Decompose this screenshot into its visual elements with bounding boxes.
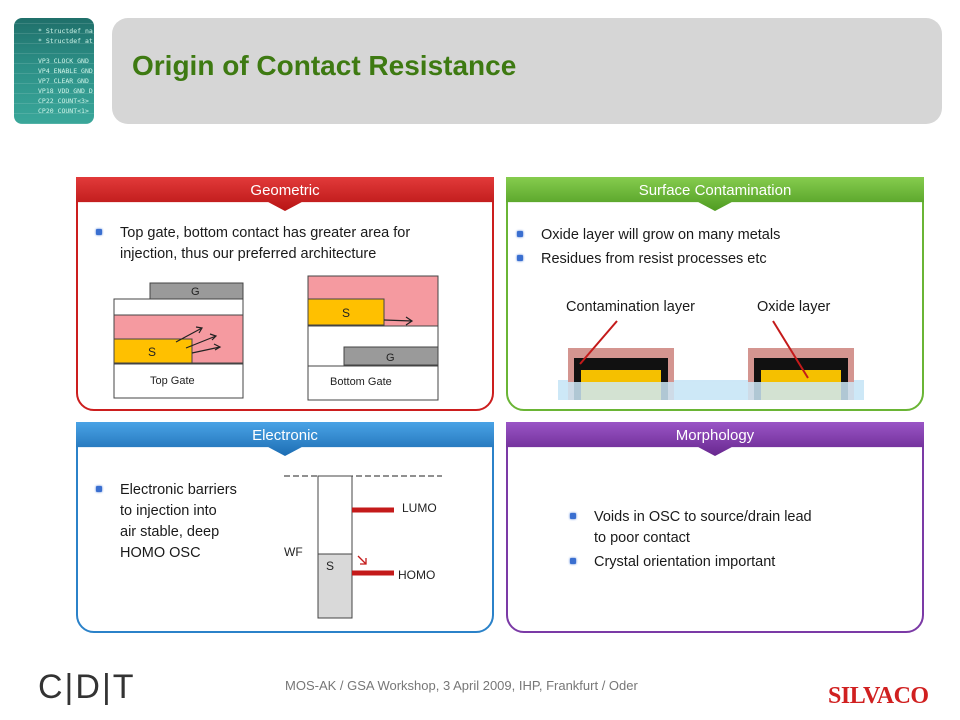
bottom-gate-gate-label: G bbox=[386, 352, 395, 364]
code-lines: * Structdef na* Structdef at VP3 CLOCK G… bbox=[14, 26, 94, 116]
source-label: S bbox=[326, 559, 334, 573]
bottom-gate-gate-layer bbox=[343, 346, 439, 366]
top-gate-dielectric bbox=[113, 298, 244, 316]
code-thumbnail-image: * Structdef na* Structdef at VP3 CLOCK G… bbox=[14, 18, 94, 124]
morphology-bullet: Crystal orientation important bbox=[566, 552, 896, 573]
lumo-label: LUMO bbox=[402, 501, 437, 515]
code-line: VP18 VDD GND D bbox=[26, 86, 94, 96]
oxide-layer-label: Oxide layer bbox=[757, 299, 831, 315]
cdt-logo: C|D|T bbox=[38, 668, 136, 706]
bottom-gate-diagram: S G Bottom Gate bbox=[307, 275, 439, 401]
homo-label: HOMO bbox=[398, 568, 435, 582]
bottom-gate-label: Bottom Gate bbox=[330, 376, 392, 388]
substrate-overlay bbox=[558, 382, 864, 400]
electronic-bullets: Electronic barriers to injection into ai… bbox=[92, 480, 272, 567]
contamination-layer-label: Contamination layer bbox=[566, 299, 695, 315]
top-gate-gate-label: G bbox=[191, 286, 200, 298]
silvaco-logo: SILVACO bbox=[828, 683, 929, 709]
top-gate-source bbox=[113, 338, 193, 364]
bottom-gate-source bbox=[307, 298, 385, 326]
code-line: * Structdef na bbox=[26, 26, 94, 36]
code-line: VP7 CLEAR GND bbox=[26, 76, 94, 86]
code-line: * Structdef at bbox=[26, 36, 94, 46]
surface-bullet: Oxide layer will grow on many metals bbox=[513, 225, 913, 246]
code-line: CP20 COUNT<1> bbox=[26, 106, 94, 116]
contamination-pointer bbox=[579, 320, 618, 365]
top-gate-label: Top Gate bbox=[150, 375, 195, 387]
footer-text: MOS-AK / GSA Workshop, 3 April 2009, IHP… bbox=[285, 678, 638, 693]
electronic-bullet: Electronic barriers to injection into ai… bbox=[92, 480, 272, 564]
contamination-diagram: Contamination layer Oxide layer bbox=[558, 299, 864, 400]
injection-arrow bbox=[357, 555, 367, 565]
top-gate-substrate bbox=[113, 363, 244, 399]
energy-band-diagram: LUMO HOMO WF S bbox=[284, 475, 442, 619]
geometric-bullets: Top gate, bottom contact has greater are… bbox=[92, 223, 482, 268]
top-gate-injection-arrows bbox=[175, 326, 222, 354]
bottom-gate-substrate bbox=[307, 365, 439, 401]
source-fermi-block bbox=[317, 553, 353, 619]
title-bar bbox=[112, 18, 942, 124]
code-line: VP4 ENABLE GND bbox=[26, 66, 94, 76]
wf-label: WF bbox=[284, 545, 303, 559]
code-line: VP3 CLOCK GND bbox=[26, 56, 94, 66]
code-line: CP22 COUNT<3> bbox=[26, 96, 94, 106]
top-gate-source-label: S bbox=[148, 345, 156, 359]
geometric-bullet: Top gate, bottom contact has greater are… bbox=[92, 223, 482, 265]
page-title: Origin of Contact Resistance bbox=[132, 50, 517, 81]
surface-bullet: Residues from resist processes etc bbox=[513, 249, 913, 270]
electronic-header: Electronic bbox=[76, 422, 494, 456]
electronic-panel bbox=[76, 425, 494, 633]
bottom-gate-source-label: S bbox=[342, 306, 350, 320]
surface-bullets: Oxide layer will grow on many metals Res… bbox=[513, 225, 913, 273]
oxide-pointer bbox=[772, 320, 809, 379]
top-gate-diagram: G S Top Gate bbox=[113, 282, 244, 399]
bottom-gate-injection-arrow bbox=[383, 316, 414, 326]
